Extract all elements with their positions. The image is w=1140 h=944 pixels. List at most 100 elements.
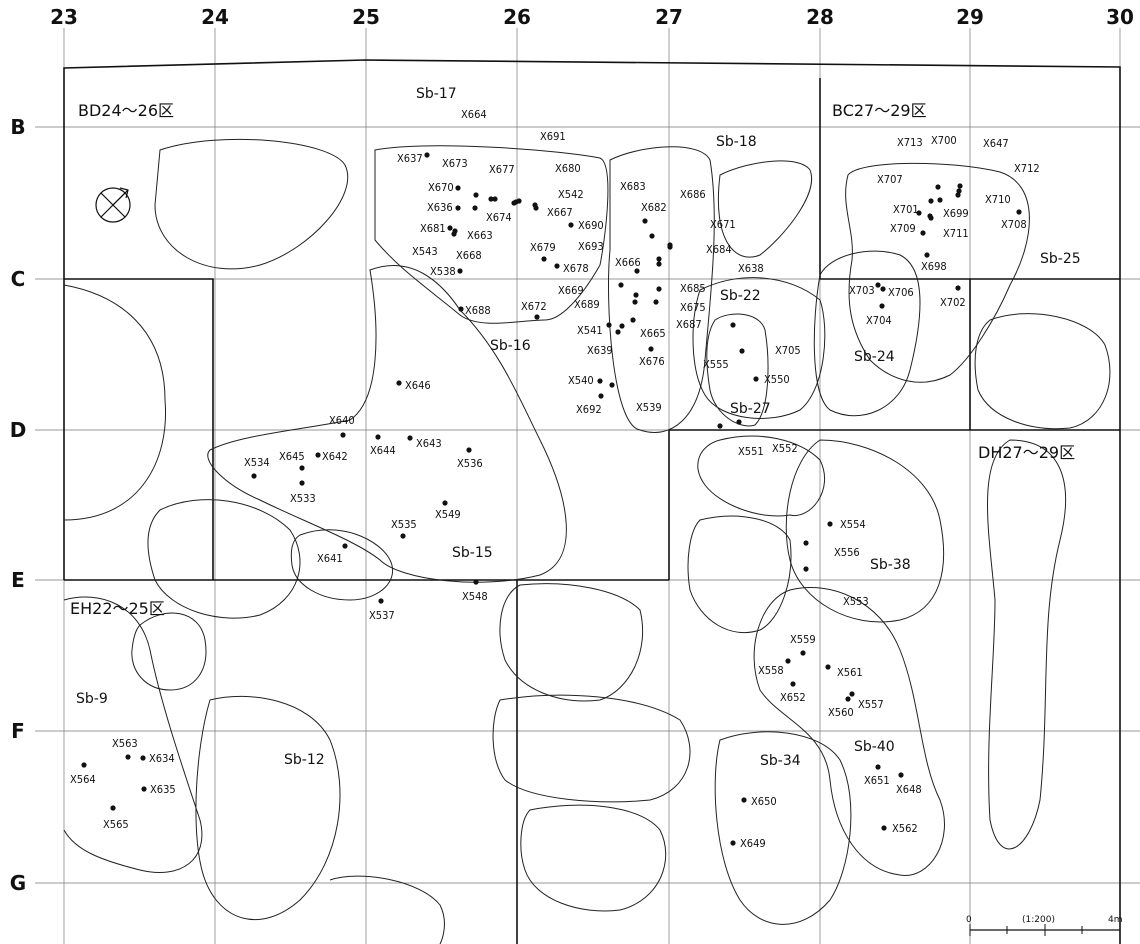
grid-column-label: 26 [503,5,531,29]
north-symbol-icon [95,187,131,223]
feature-label: Sb-12 [284,752,325,768]
artifact-point-label: X675 [680,301,706,314]
artifact-point-dot [1016,209,1022,215]
artifact-point-dot [472,205,478,211]
artifact-point-dot [649,233,655,239]
artifact-point-dot [299,480,305,486]
artifact-point-label: X643 [416,437,442,450]
feature-label: Sb-15 [452,545,493,561]
artifact-point-dot [632,299,638,305]
artifact-point-dot [753,376,759,382]
artifact-point-dot [880,286,886,292]
artifact-point-dot [442,500,448,506]
artifact-point-label: X634 [149,752,175,765]
artifact-point-dot [466,447,472,453]
artifact-point-label: X638 [738,262,764,275]
artifact-point-label: X538 [430,265,456,278]
artifact-point-label: X707 [877,173,903,186]
artifact-point-label: X692 [576,403,602,416]
artifact-point-dot [730,322,736,328]
artifact-point-dot [633,292,639,298]
artifact-point-label: X552 [772,442,798,455]
artifact-point-label: X712 [1014,162,1040,175]
artifact-point-dot [825,664,831,670]
artifact-point-label: X565 [103,818,129,831]
feature-label: Sb-40 [854,739,895,755]
feature-labels: Sb-9Sb-12Sb-15Sb-16Sb-17Sb-18Sb-22Sb-24S… [76,86,1081,769]
artifact-point-dot [378,598,384,604]
artifact-point-label: X676 [639,355,665,368]
artifact-point-label: X555 [703,358,729,371]
zone-label-bd: BD24～26区 [78,101,174,120]
artifact-point-label: X686 [680,188,706,201]
artifact-point-dot [803,540,809,546]
artifact-point-dot [630,317,636,323]
artifact-point-label: X698 [921,260,947,273]
artifact-point-label: X647 [983,137,1009,150]
artifact-point-dot [875,282,881,288]
feature-label: Sb-38 [870,557,911,573]
artifact-point-dot [342,543,348,549]
artifact-point-label: X674 [486,211,512,224]
artifact-point-dot [455,205,461,211]
artifact-point-label: X540 [568,374,594,387]
artifact-point-label: X713 [897,136,923,149]
grid-column-label: 25 [352,5,380,29]
artifact-point-label: X535 [391,518,417,531]
artifact-point-label: X554 [840,518,866,531]
artifact-point-label: X668 [456,249,482,262]
artifact-point-label: X636 [427,201,453,214]
artifact-point-dot [541,256,547,262]
artifact-point-label: X534 [244,456,270,469]
artifact-point-label: X672 [521,300,547,313]
artifact-point-dot [881,825,887,831]
artifact-point-label: X664 [461,108,487,121]
feature-label: Sb-16 [490,338,531,354]
artifact-point-dot [140,755,146,761]
artifact-point-label: X680 [555,162,581,175]
artifact-point-label: X640 [329,414,355,427]
artifact-point-dot [849,691,855,697]
artifact-point-label: X651 [864,774,890,787]
artifact-point-label: X553 [843,595,869,608]
artifact-point-dot [935,184,941,190]
artifact-point-label: X539 [636,401,662,414]
artifact-point-label: X543 [412,245,438,258]
artifact-point-label: X542 [558,188,584,201]
artifact-point-label: X671 [710,218,736,231]
artifact-point-label: X641 [317,552,343,565]
grid-row-label: C [11,267,26,291]
artifact-point-label: X708 [1001,218,1027,231]
artifact-point-label: X652 [780,691,806,704]
artifact-point-dot [455,185,461,191]
artifact-point-dot [534,314,540,320]
artifact-point-dot [452,228,458,234]
artifact-point-dot [554,263,560,269]
artifact-point-dot [667,244,673,250]
artifact-point-label: X679 [530,241,556,254]
artifact-point-dot [928,198,934,204]
artifact-point-label: X681 [420,222,446,235]
artifact-point-dot [803,566,809,572]
artifact-point-dot [875,764,881,770]
artifact-point-dot [396,380,402,386]
artifact-point-label: X700 [931,134,957,147]
artifact-point-label: X533 [290,492,316,505]
artifact-point-dot [81,762,87,768]
artifact-point-label: X670 [428,181,454,194]
artifact-point-dot [656,256,662,262]
grid-column-label: 24 [201,5,229,29]
grid-column-label: 27 [655,5,683,29]
artifact-point-label: X558 [758,664,784,677]
feature-label: Sb-24 [854,349,895,365]
artifact-point-dot [717,423,723,429]
grid-row-label: G [10,871,26,895]
artifact-point-label: X685 [680,282,706,295]
artifact-point-dot [955,192,961,198]
artifact-point-label: X667 [547,206,573,219]
artifact-point-dot [606,322,612,328]
feature-label: Sb-22 [720,288,761,304]
artifact-point-dot [928,215,934,221]
artifact-point-dot [937,197,943,203]
